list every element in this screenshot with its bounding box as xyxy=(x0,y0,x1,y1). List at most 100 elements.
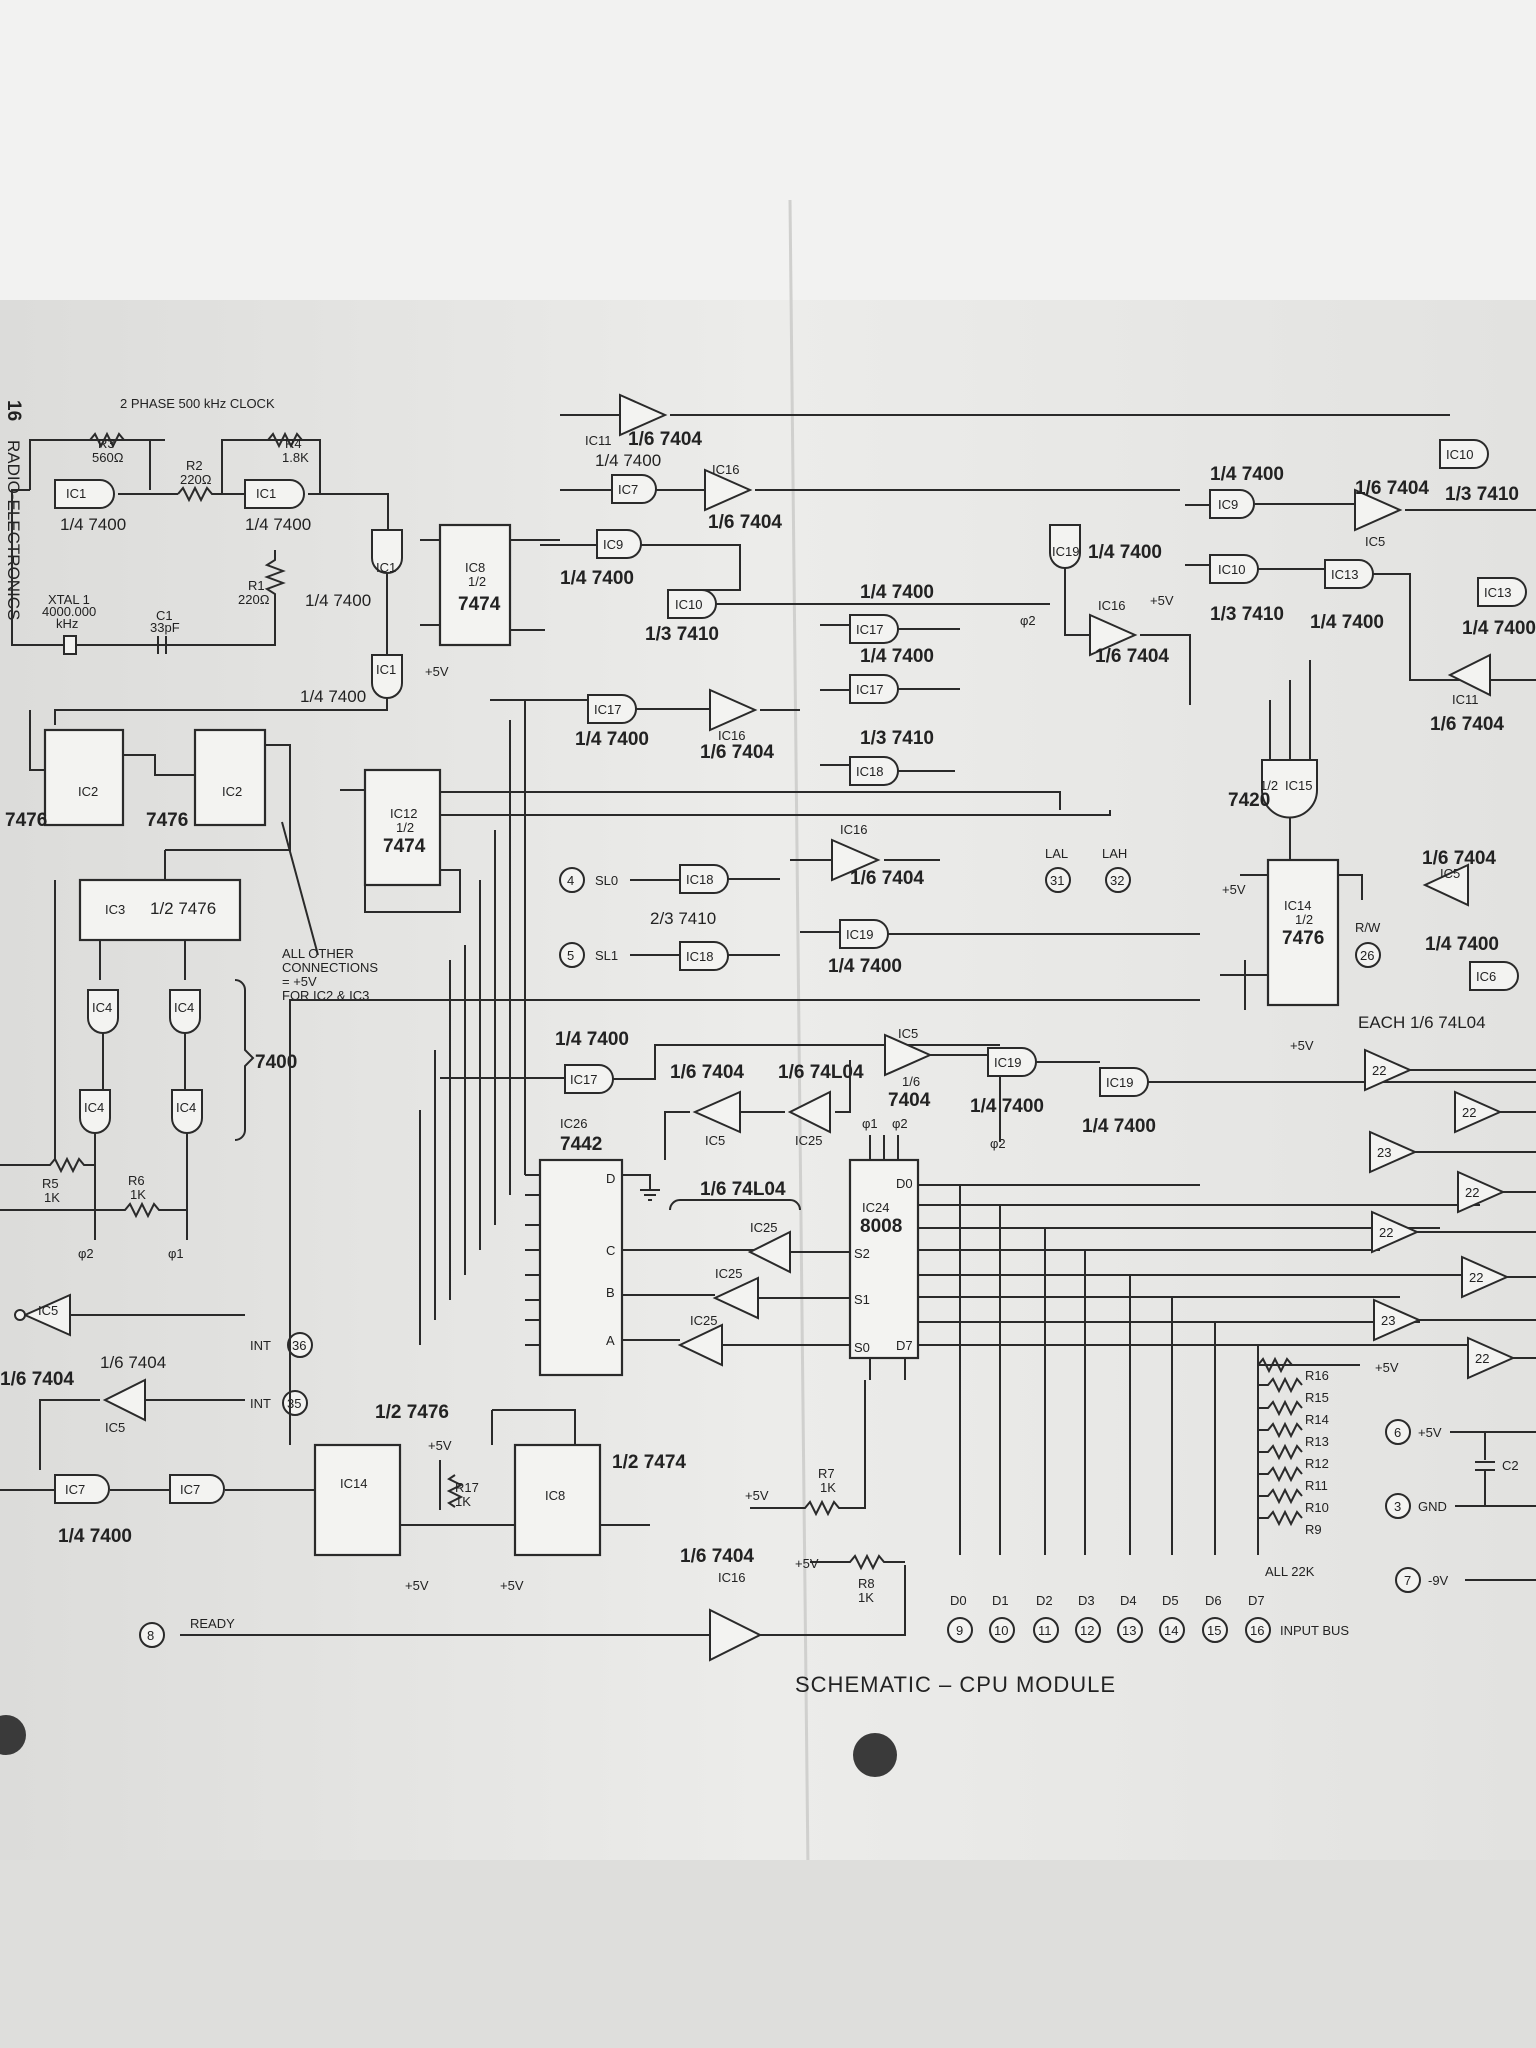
ic4-gate-d xyxy=(171,1089,203,1134)
magazine-name: RADIO-ELECTRONICS xyxy=(4,440,23,620)
ic17-left-part: 1/4 7400 xyxy=(575,729,649,750)
ic13a-id: IC13 xyxy=(1331,567,1358,582)
connector-lah xyxy=(1105,867,1131,893)
page-fold xyxy=(788,199,810,1871)
ready-label: READY xyxy=(190,1616,235,1631)
lah-label: LAH xyxy=(1102,846,1127,861)
pullup-5v: +5V xyxy=(1375,1360,1399,1375)
pullup-r12 xyxy=(1258,1443,1303,1461)
ic18-gate-top xyxy=(849,756,899,786)
ic25-group-part: 1/6 74L04 xyxy=(700,1179,786,1200)
ic24-pin-s0: S0 xyxy=(854,1340,870,1355)
all-other-line2: CONNECTIONS xyxy=(282,960,378,975)
buffer-23-b-id: 23 xyxy=(1381,1313,1395,1328)
connector-lal xyxy=(1045,867,1071,893)
connector-sl0-num: 4 xyxy=(567,873,574,888)
ic13a-part: 1/4 7400 xyxy=(1310,612,1384,633)
ic25-wires xyxy=(722,1251,850,1346)
phi2-lower: φ2 xyxy=(990,1136,1006,1151)
ic18-top-part: 1/3 7410 xyxy=(860,728,934,749)
ic13b-part: 1/4 7400 xyxy=(1462,618,1536,639)
r1-label: R1 xyxy=(248,578,265,593)
bus-pin-9 xyxy=(947,1617,973,1643)
gnd-label: GND xyxy=(1418,1499,1447,1514)
buffer-23-a-id: 23 xyxy=(1377,1145,1391,1160)
ic16-right-5v: +5V xyxy=(1150,593,1174,608)
r14-label: R14 xyxy=(1305,1412,1329,1427)
buffer-22-f-id: 22 xyxy=(1475,1351,1489,1366)
r3-label: R3 xyxy=(98,436,115,451)
phi2-top: φ2 xyxy=(1020,613,1036,628)
buffers-part-label: EACH 1/6 74L04 xyxy=(1358,1013,1486,1032)
ready-out-wire xyxy=(760,1565,906,1636)
ic8-bottom-flipflop xyxy=(513,1443,602,1557)
ic11-top-id: IC11 xyxy=(585,433,612,448)
pullup-r10 xyxy=(1258,1487,1303,1505)
ic14-right-half: 1/2 xyxy=(1295,912,1313,927)
ic16-center-part: 1/6 7404 xyxy=(708,512,782,533)
ic14-right-wires xyxy=(1220,874,1363,1010)
ic14-5v-top: +5V xyxy=(428,1438,452,1453)
ic10-gate-far xyxy=(1439,439,1489,469)
ic14-ic8-wires xyxy=(289,999,1200,1526)
ic5-top-8008-part-a: 1/6 xyxy=(902,1074,920,1089)
ic9-ic5-wires xyxy=(1185,503,1536,511)
ic2b-id: IC2 xyxy=(222,784,242,799)
ic18-sl0-id: IC18 xyxy=(686,872,713,887)
r11-label: R11 xyxy=(1305,1478,1328,1493)
buffer-22-d-id: 22 xyxy=(1379,1225,1393,1240)
bus-pin-15-num: 15 xyxy=(1207,1623,1221,1638)
r2-value: 220Ω xyxy=(180,472,212,487)
ic16-mid-part: 1/6 7404 xyxy=(700,742,774,763)
bus-label-d5: D5 xyxy=(1162,1593,1179,1608)
ic8-bottom-part: 1/2 7474 xyxy=(612,1452,686,1473)
r1-value: 220Ω xyxy=(238,592,270,607)
connector-ready-num: 8 xyxy=(147,1628,154,1643)
r4-label: R4 xyxy=(285,436,302,451)
pullup-r9 xyxy=(1258,1509,1303,1527)
ic5-right-id: IC5 xyxy=(1365,534,1385,549)
connector-sl0 xyxy=(559,867,585,893)
ic9-center-id: IC9 xyxy=(603,537,623,552)
bus-pin-15 xyxy=(1202,1617,1228,1643)
ic24-pin-s2: S2 xyxy=(854,1246,870,1261)
ic17-wires xyxy=(490,699,800,711)
ic9-right-id: IC9 xyxy=(1218,497,1238,512)
ic14-part: 1/2 7476 xyxy=(375,1402,449,1423)
brace-74l04 xyxy=(669,1199,801,1211)
top-page-edge xyxy=(0,0,1536,300)
ic3-part: 1/2 7476 xyxy=(150,899,216,918)
lal-label: LAL xyxy=(1045,846,1068,861)
sl0-wires xyxy=(630,878,780,881)
ic19-gate-lower-a xyxy=(987,1047,1037,1077)
ic2-wires xyxy=(29,710,291,851)
ic8-top-flipflop xyxy=(438,523,512,647)
ic7-center-id: IC7 xyxy=(618,482,638,497)
ic18-top-id: IC18 xyxy=(856,764,883,779)
ic4d-id: IC4 xyxy=(176,1100,196,1115)
connector-int1-num: 36 xyxy=(292,1338,306,1353)
bus-pin-14 xyxy=(1159,1617,1185,1643)
connector-plus5v-num: 6 xyxy=(1394,1425,1401,1440)
ic17-gate-mid xyxy=(849,674,899,704)
ic17-mid-part: 1/4 7400 xyxy=(860,646,934,667)
buffer-22-b-id: 22 xyxy=(1462,1105,1476,1120)
ic17-left-id: IC17 xyxy=(594,702,621,717)
ic19-gate-sl xyxy=(839,919,889,949)
ic19-gate-lower-b xyxy=(1099,1067,1149,1097)
ic19-sl-id: IC19 xyxy=(846,927,873,942)
ic10-far-id: IC10 xyxy=(1446,447,1473,462)
xtal-label: XTAL 1 xyxy=(48,592,90,607)
ic5-top-8008-inverter xyxy=(884,1033,933,1077)
ic14-right-5v-bot: +5V xyxy=(1290,1038,1314,1053)
r8-label: R8 xyxy=(858,1576,875,1591)
pullup-r11 xyxy=(1258,1465,1303,1483)
r7-label: R7 xyxy=(818,1466,835,1481)
bus-label-d2: D2 xyxy=(1036,1593,1053,1608)
ic1-gate-a xyxy=(54,479,115,509)
power-wires xyxy=(1450,1431,1536,1581)
capacitor-c1 xyxy=(157,636,167,654)
ic24-top-bottom-pins xyxy=(869,1135,906,1380)
c2-label: C2 xyxy=(1502,1458,1519,1473)
r15-label: R15 xyxy=(1305,1390,1329,1405)
